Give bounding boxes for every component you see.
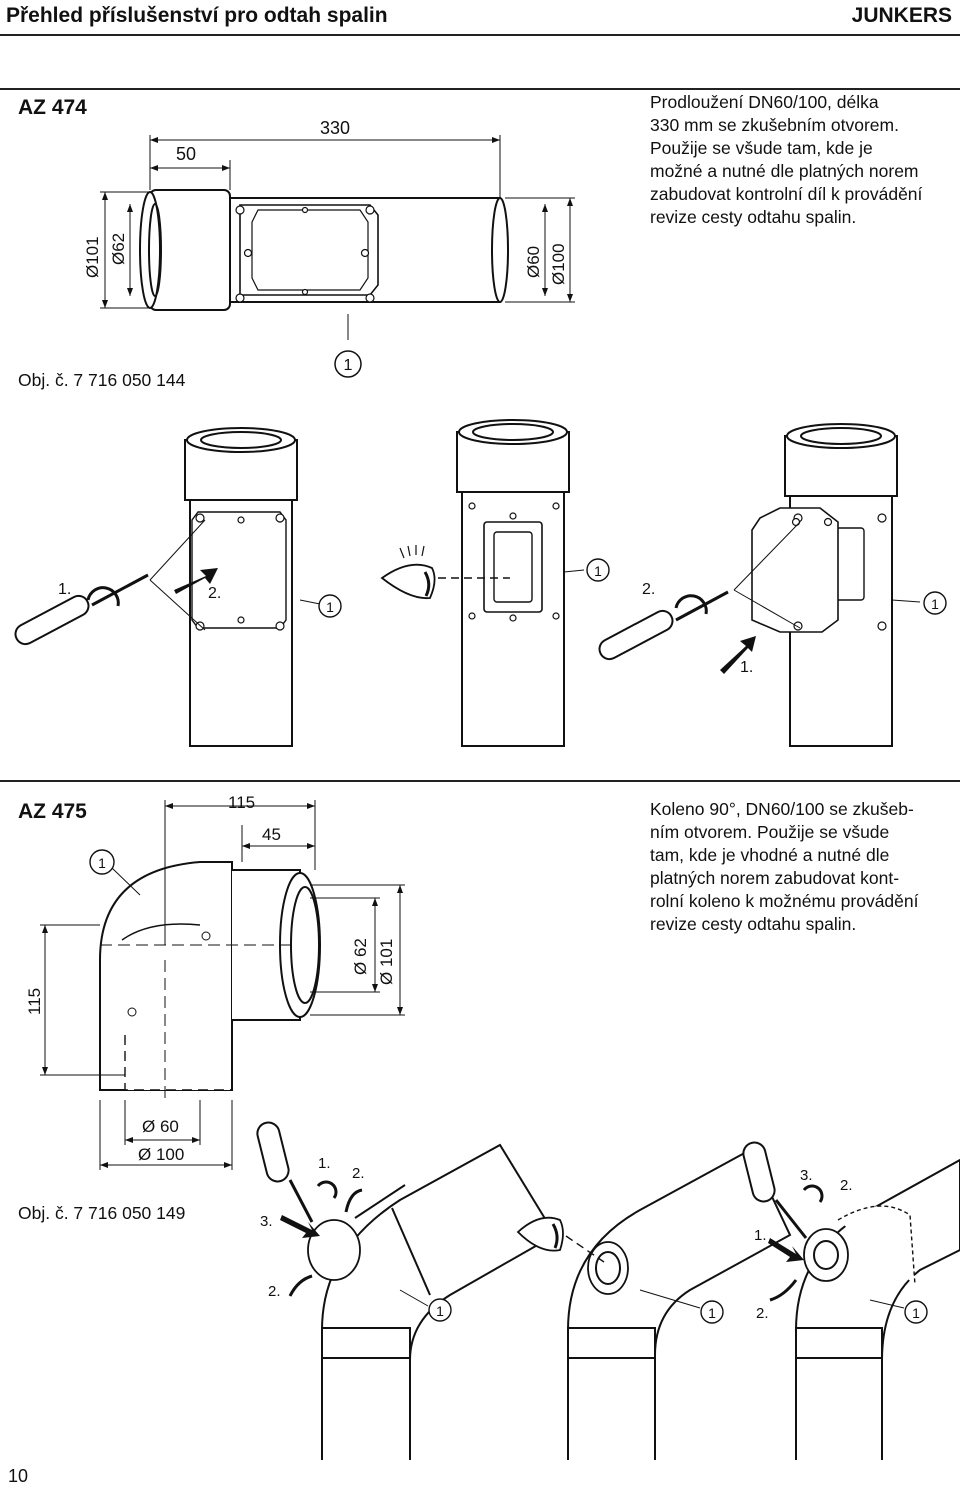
- description-line: možné a nutné dle platných norem: [650, 161, 919, 181]
- step-label: 2.: [268, 1283, 281, 1300]
- dim-socket: 45: [262, 825, 281, 844]
- dim-inner-right: Ø 62: [351, 938, 370, 975]
- step-label: 3.: [260, 1213, 273, 1230]
- callout-marker: 1: [912, 1305, 920, 1321]
- extension-pipe-drawing: 330 50 Ø101 Ø62 Ø60 Ø100: [83, 118, 575, 340]
- description-line: platných norem zabudovat kont-: [650, 868, 900, 888]
- step-label: 2.: [756, 1305, 769, 1322]
- product-code: AZ 475: [18, 800, 87, 823]
- step-label: 1.: [58, 581, 71, 598]
- dim-height: 115: [25, 988, 44, 1015]
- description-line: revize cesty odtahu spalin.: [650, 207, 857, 227]
- step-label: 1.: [740, 659, 753, 676]
- order-number: Obj. č. 7 716 050 144: [18, 370, 186, 390]
- product-description: Koleno 90°, DN60/100 se zkušeb- ním otvo…: [650, 798, 918, 936]
- step-label: 2.: [352, 1165, 365, 1182]
- description-line: revize cesty odtahu spalin.: [650, 914, 857, 934]
- description-line: zabudovat kontrolní díl k provádění: [650, 184, 923, 204]
- description-line: Prodloužení DN60/100, délka: [650, 92, 879, 112]
- dim-outer-right: Ø100: [549, 243, 568, 285]
- dim-outer-bottom: Ø 100: [138, 1145, 184, 1164]
- callout-marker: 1: [334, 350, 362, 378]
- step-label: 2.: [642, 581, 655, 598]
- callout-marker: 1: [931, 596, 939, 612]
- step-label: 1.: [754, 1227, 767, 1244]
- callout-marker: 1: [594, 563, 602, 579]
- dim-socket: 50: [176, 144, 196, 164]
- elbow-drawing: 1 115 45 115 Ø 62 Ø 101 Ø 60 Ø 100: [25, 793, 405, 1170]
- step-label: 3.: [800, 1167, 813, 1184]
- callout-marker: 1: [436, 1303, 444, 1319]
- description-line: ním otvorem. Použije se všude: [650, 822, 890, 842]
- svg-text:1: 1: [344, 357, 353, 374]
- order-number: Obj. č. 7 716 050 149: [18, 1203, 186, 1223]
- section-az475: [0, 780, 960, 1462]
- description-line: rolní koleno k možnému provádění: [650, 891, 919, 911]
- dim-length: 330: [320, 118, 350, 138]
- callout-marker: 1: [708, 1305, 716, 1321]
- section-az474: [0, 88, 960, 780]
- callout-marker: 1: [326, 599, 334, 615]
- description-line: Použije se všude tam, kde je: [650, 138, 873, 158]
- dim-inner-right: Ø60: [524, 246, 543, 278]
- step-label: 1.: [318, 1155, 331, 1172]
- step-label: 2.: [840, 1177, 853, 1194]
- callout-marker: 1: [98, 855, 106, 871]
- product-code: AZ 474: [18, 96, 87, 119]
- product-description: Prodloužení DN60/100, délka 330 mm se zk…: [650, 91, 922, 229]
- elbow-assembly-steps: 1. 2. 3. 2. 3. 2. 1. 2. 1 1 1: [256, 1121, 960, 1460]
- dim-inner-bottom: Ø 60: [142, 1117, 179, 1136]
- page-number: 10: [8, 1466, 29, 1486]
- brand-name: JUNKERS: [851, 4, 952, 27]
- dim-outer-left: Ø101: [83, 236, 102, 278]
- dim-outer-right: Ø 101: [377, 939, 396, 985]
- dim-inner-left: Ø62: [109, 233, 128, 265]
- description-line: tam, kde je vhodné a nutné dle: [650, 845, 890, 865]
- dim-width: 115: [228, 793, 255, 812]
- description-line: 330 mm se zkušebním otvorem.: [650, 115, 899, 135]
- page-title: Přehled příslušenství pro odtah spalin: [6, 4, 388, 27]
- page-header: Přehled příslušenství pro odtah spalin J…: [0, 0, 960, 36]
- extension-assembly-steps: 1. 2. 2. 1. 1 1 1: [14, 419, 947, 747]
- step-label: 2.: [208, 585, 221, 602]
- description-line: Koleno 90°, DN60/100 se zkušeb-: [650, 799, 914, 819]
